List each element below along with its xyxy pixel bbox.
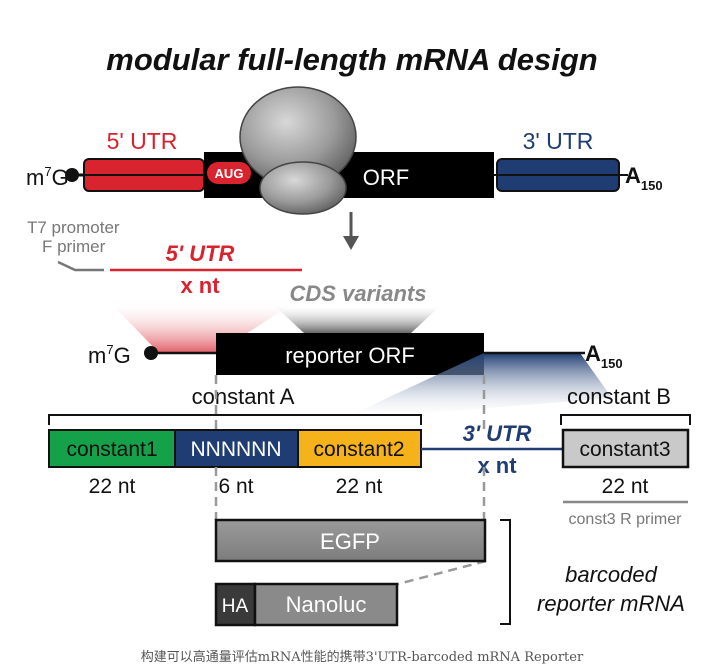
- utr5-variant-length: x nt: [180, 273, 220, 298]
- aug-label: AUG: [215, 166, 244, 181]
- constant2-length: 22 nt: [336, 475, 383, 498]
- constant1-label: constant1: [66, 438, 157, 461]
- down-arrow: [343, 212, 359, 250]
- primer-annotations: T7 promoter F primer 5' UTR x nt CDS var…: [27, 218, 426, 306]
- reporter-orf-label: reporter ORF: [285, 343, 415, 368]
- reporter-orf-box: [216, 333, 484, 375]
- egfp-box: [214, 518, 487, 563]
- cds-fan: [275, 306, 440, 334]
- aug-badge: [207, 162, 251, 184]
- orf-guide-lines: [214, 375, 487, 586]
- figure-title: modular full-length mRNA design: [106, 42, 597, 77]
- constant-b-label: constant B: [567, 384, 671, 409]
- barcode-label: NNNNNN: [191, 438, 282, 461]
- barcoded-reporters: EGFP HA Nanoluc barcoded reporter mRNA: [214, 518, 685, 627]
- constant1-box: [48, 429, 176, 468]
- constant1-length: 22 nt: [89, 475, 136, 498]
- f-primer-label: F primer: [42, 237, 106, 256]
- t7-promoter-label: T7 promoter: [27, 218, 120, 237]
- barcode-length: 6 nt: [218, 475, 253, 498]
- reporter-bracket: [500, 519, 511, 625]
- constant3-label: constant3: [579, 438, 670, 461]
- nanoluc-label: Nanoluc: [286, 592, 367, 617]
- barcode-box: [174, 429, 299, 468]
- barcoded-caption-line2: reporter mRNA: [537, 591, 685, 616]
- constant3-box: [561, 428, 690, 469]
- ribosome-small-subunit: [259, 161, 347, 215]
- constant2-label: constant2: [313, 438, 404, 461]
- footer-caption: 构建可以高通量评估mRNA性能的携带3'UTR-barcoded mRNA Re…: [141, 649, 584, 665]
- top-mrna: m7G 5' UTR ORF AUG 3' UTR A150: [26, 86, 663, 215]
- top-orf-label: ORF: [363, 165, 409, 190]
- t7-primer-line: [57, 260, 104, 272]
- constant-a-label: constant A: [192, 384, 295, 409]
- constant2-box: [297, 429, 422, 468]
- reporter-cap-label: m7G: [88, 342, 131, 368]
- construct-detail: constant A constant B constant1 NNNNNN c…: [48, 384, 691, 528]
- top-cap-label: m7G: [26, 164, 69, 190]
- reporter-polya-label: A150: [585, 341, 623, 371]
- reporter-mrna: m7G reporter ORF A150: [88, 333, 623, 420]
- const3-primer-label: const3 R primer: [569, 511, 683, 528]
- utr5-fan: [108, 300, 298, 352]
- ha-tag-label: HA: [222, 596, 249, 617]
- utr3-variant-label: 3' UTR: [463, 421, 532, 446]
- barcoded-caption-line1: barcoded: [565, 562, 658, 587]
- top-polya-label: A150: [625, 163, 663, 193]
- top-utr3-label: 3' UTR: [523, 128, 594, 154]
- utr5-variant-label: 5' UTR: [166, 241, 235, 266]
- nanoluc-box: [253, 582, 399, 627]
- constant-a-bracket: [48, 414, 422, 425]
- top-utr5-label: 5' UTR: [107, 128, 178, 154]
- utr3-fan: [340, 353, 612, 420]
- constant3-length: 22 nt: [602, 475, 649, 498]
- constant-b-bracket: [560, 414, 691, 425]
- egfp-label: EGFP: [320, 529, 380, 554]
- cds-variants-label: CDS variants: [290, 281, 427, 306]
